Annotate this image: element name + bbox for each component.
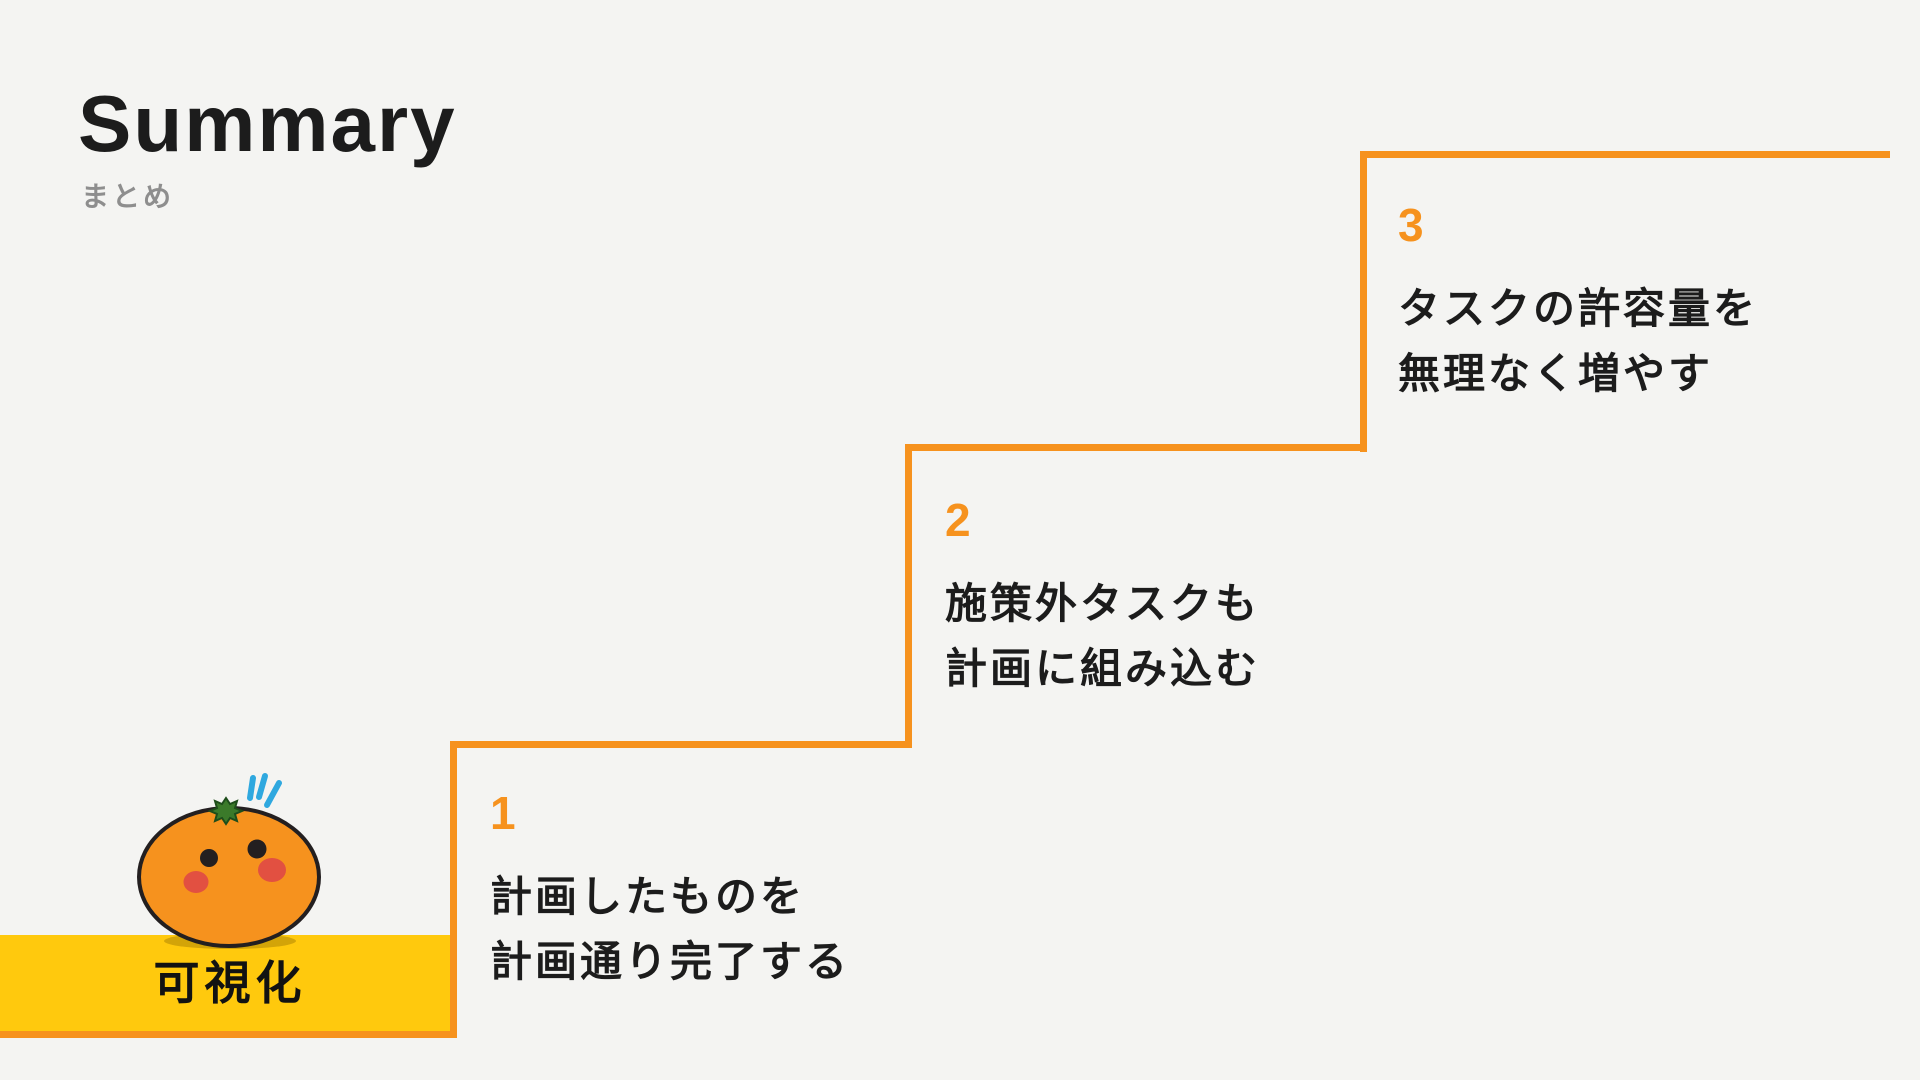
staircase-step2-tread	[905, 444, 1367, 451]
step-3-text-line2: 無理なく増やす	[1398, 350, 1714, 398]
step-2-text-line1: 施策外タスクも	[945, 580, 1261, 627]
step-2-block: 2 施策外タスクも 計画に組み込む	[945, 497, 1260, 701]
step-1-text-line2: 計画通り完了する	[490, 938, 851, 986]
step-1-text-line1: 計画したものを	[490, 873, 806, 920]
staircase-step1-riser	[450, 741, 457, 1038]
page-subtitle: まとめ	[81, 181, 175, 212]
step-1-block: 1 計画したものを 計画通り完了する	[490, 790, 850, 994]
step-3-text-line1: タスクの許容量を	[1398, 285, 1759, 332]
staircase-ground-line	[0, 1031, 457, 1038]
staircase-step3-riser	[1360, 151, 1367, 452]
step-3-block: 3 タスクの許容量を 無理なく増やす	[1398, 202, 1758, 406]
staircase-step2-riser	[905, 444, 912, 748]
base-highlight-box: 可視化	[0, 935, 450, 1031]
step-1-number: 1	[490, 787, 516, 839]
mandarin-orange-mascot-icon	[137, 773, 321, 949]
page-title: Summary	[78, 79, 457, 168]
staircase-step3-tread	[1360, 151, 1890, 158]
step-3-number: 3	[1398, 199, 1424, 251]
step-2-text-line2: 計画に組み込む	[945, 645, 1261, 693]
staircase-step1-tread	[450, 741, 912, 748]
base-label: 可視化	[153, 957, 307, 1009]
step-2-number: 2	[945, 494, 971, 546]
